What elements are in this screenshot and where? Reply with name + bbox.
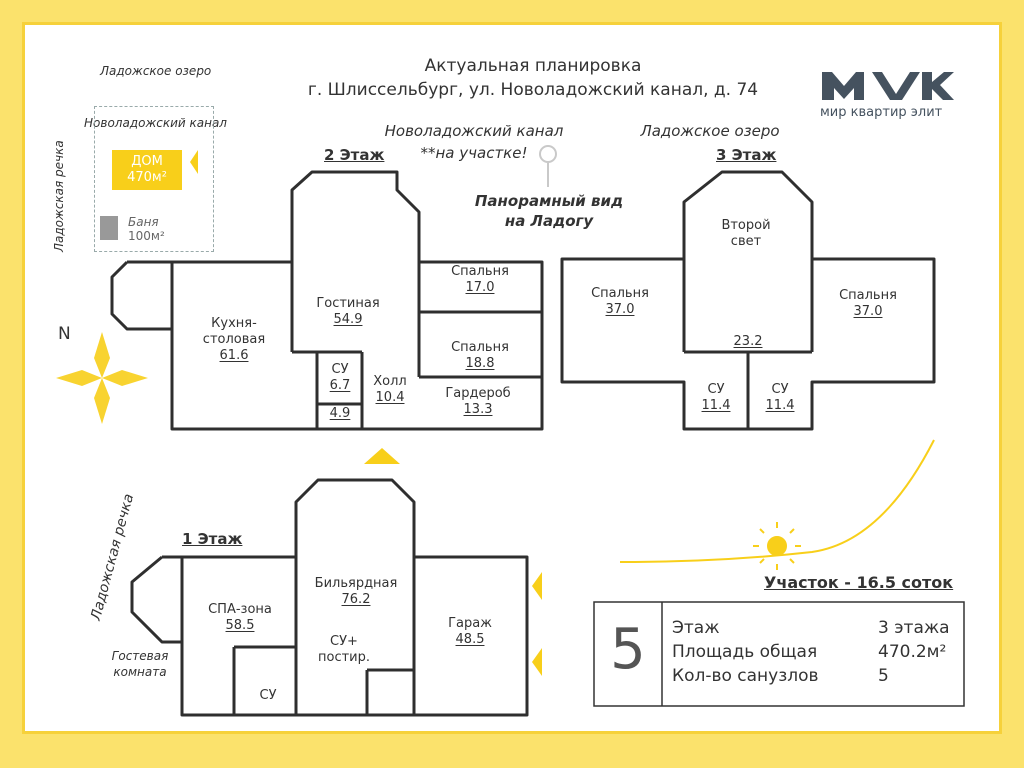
floor3-title: 3 Этаж (716, 146, 777, 164)
floor-plans-drawing (56, 145, 965, 717)
plot-size: Участок - 16.5 соток (764, 573, 954, 592)
site-plot-outline (94, 106, 214, 252)
site-banya-area: 100м² (128, 229, 165, 243)
address: г. Шлиссельбург, ул. Новоладожский канал… (307, 80, 759, 100)
summary-box-frame (593, 601, 965, 707)
floor2-entrance-icon (364, 448, 400, 464)
site-banya-block (100, 216, 118, 240)
floor3-inner (682, 259, 814, 429)
panorama-line1: Панорамный вид (474, 192, 624, 210)
plan-sheet: Актуальная планировка г. Шлиссельбург, у… (22, 22, 1002, 734)
garage-door-arrow-icon (532, 572, 542, 600)
site-house-area: 470м² (127, 170, 167, 185)
compass-rose-icon (56, 332, 148, 424)
logo-tagline: мир квартир элит (820, 105, 943, 120)
site-house-block: ДОМ 470м² (112, 150, 182, 190)
summary-label-area: Площадь общая (672, 642, 818, 662)
lake-annotation: Ладожское озеро (640, 122, 780, 140)
site-lake-label: Ладожское озеро (100, 64, 212, 78)
panorama-line2: на Ладогу (504, 212, 594, 230)
site-house-label: ДОМ (131, 154, 163, 169)
sun-icon (753, 522, 801, 570)
summary-label-floors: Этаж (672, 618, 720, 638)
sun-path-arc (619, 439, 935, 563)
garage-door-arrow-2-icon (532, 648, 542, 676)
page-title: Актуальная планировка (424, 56, 642, 76)
summary-value-bathrooms: 5 (878, 666, 889, 686)
compass-north-label: N (58, 324, 71, 344)
floor1-inner (232, 557, 416, 715)
room-vestibule: 4.9 (329, 406, 351, 421)
floor1-title: 1 Этаж (182, 530, 243, 548)
room-bathroom-f1: СУ (259, 688, 277, 703)
room-second-light: Второй свет (721, 218, 771, 249)
site-canal-label: Новоладожский канал (84, 116, 227, 130)
room-guest: Гостевая комната (111, 649, 169, 679)
floor2-title: 2 Этаж (324, 146, 385, 164)
floor1-walls (130, 478, 529, 717)
on-site-annotation: **на участке! (420, 144, 528, 162)
location-pin-icon (539, 145, 558, 187)
summary-label-bathrooms: Кол-во санузлов (672, 666, 819, 686)
floor2-inner (290, 262, 542, 429)
summary-number: 5 (610, 617, 646, 682)
canal-annotation: Новоладожский канал (384, 122, 564, 140)
summary-value-area: 470.2м² (878, 642, 947, 662)
summary-value-floors: 3 этажа (878, 618, 950, 638)
site-house-arrow-icon (190, 150, 198, 174)
room-bathroom-laundry: СУ+ постир. (317, 634, 371, 665)
room-hall-f3: 23.2 (733, 334, 763, 349)
site-banya-label: Баня (128, 215, 159, 229)
floor3-walls (560, 170, 936, 431)
floor2-walls (110, 170, 544, 431)
